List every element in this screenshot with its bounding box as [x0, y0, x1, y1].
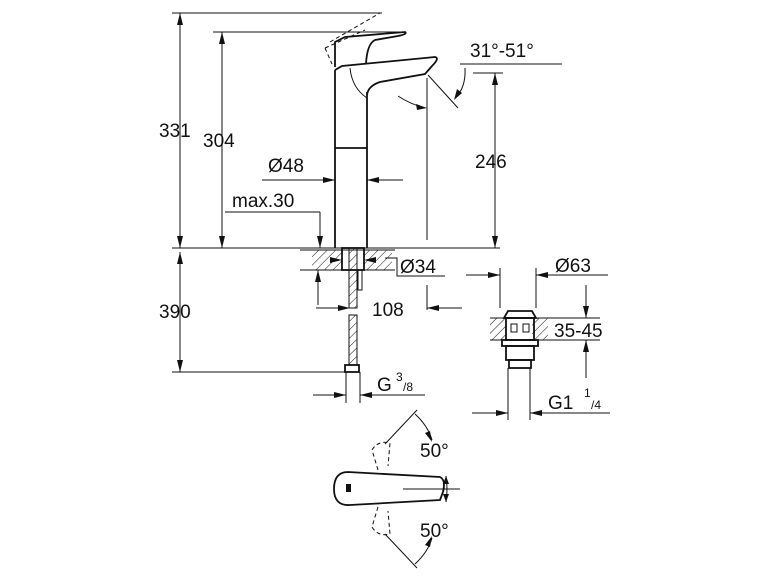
label-246: 246: [475, 152, 507, 173]
faucet-elevation: [172, 12, 500, 249]
top-view-lever: 50° 50°: [333, 409, 460, 569]
dim-spout-height: 246: [426, 72, 507, 248]
dim-waste-diameter: Ø63: [466, 256, 608, 308]
dim-max-deck: max.30: [225, 191, 323, 248]
waste-valve: [490, 310, 600, 420]
deck-section: [300, 247, 395, 373]
dim-projection: 108: [315, 270, 462, 321]
label-35-45: 35-45: [554, 321, 603, 342]
label-diameter-48: Ø48: [268, 156, 304, 177]
spout: [334, 56, 438, 96]
dim-total-height: 331: [159, 12, 382, 248]
lever: [334, 31, 407, 67]
label-390: 390: [159, 302, 191, 323]
label-waste-thread-numerator: 1: [584, 386, 591, 400]
label-331: 331: [159, 121, 191, 142]
dim-basin-thickness: 35-45: [554, 285, 603, 378]
dim-hose-thread: G 3 /8: [313, 370, 425, 403]
label-hose-thread-g: G: [377, 375, 392, 396]
label-diameter-34: Ø34: [400, 257, 436, 278]
dim-below-deck: 390: [159, 252, 348, 373]
dim-waste-thread: G1 1 /4: [472, 386, 610, 416]
dim-spout-angle: 31°-51°: [397, 41, 562, 110]
label-max-30: max.30: [232, 191, 294, 212]
label-rotation-right: 50°: [420, 521, 449, 542]
label-304: 304: [203, 131, 235, 152]
label-rotation-left: 50°: [420, 441, 449, 462]
label-108: 108: [372, 300, 404, 321]
label-hose-thread-denominator: /8: [403, 380, 413, 394]
faucet-body: [334, 70, 368, 248]
dim-lever-height: 304: [203, 31, 405, 248]
label-waste-thread-denominator: /4: [591, 398, 601, 412]
lever-arc: [349, 67, 368, 99]
dim-body-diameter: Ø48: [262, 156, 403, 183]
label-waste-thread-g1: G1: [548, 393, 573, 414]
dim-hole-diameter: Ø34: [330, 257, 445, 278]
label-hose-thread-numerator: 3: [396, 370, 403, 384]
lever-open-position: [324, 12, 381, 65]
label-angle-31-51: 31°-51°: [470, 41, 534, 62]
label-diameter-63: Ø63: [555, 256, 591, 277]
